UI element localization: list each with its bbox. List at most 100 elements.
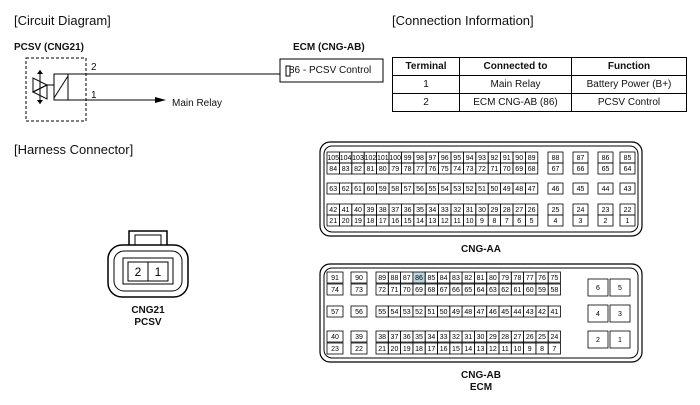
pin-number: 3 xyxy=(579,218,583,225)
pin-number: 92 xyxy=(491,155,499,162)
pin-cell xyxy=(619,182,636,195)
pcsv-component-box xyxy=(25,57,87,122)
pin-cell xyxy=(326,271,344,284)
pin-number: 6 xyxy=(596,285,600,292)
pin-number: 35 xyxy=(415,334,423,341)
pin-number: 27 xyxy=(515,207,523,214)
pin-number: 100 xyxy=(389,155,401,162)
pin-number: 70 xyxy=(403,287,411,294)
pin-cell xyxy=(572,182,589,195)
pin-number: 87 xyxy=(577,155,585,162)
table-row: 1 Main Relay Battery Power (B+) xyxy=(392,75,687,94)
pin-cell xyxy=(547,330,561,343)
pin-number: 9 xyxy=(480,218,484,225)
pin-cell xyxy=(547,162,564,175)
pin-cell xyxy=(587,304,609,323)
pin-number: 65 xyxy=(464,287,472,294)
arrow-icon xyxy=(155,97,166,103)
pin-cell xyxy=(547,283,561,296)
pin-number: 98 xyxy=(416,155,424,162)
pin-number: 88 xyxy=(391,275,399,282)
table-cell: ECM CNG-AB (86) xyxy=(459,93,572,112)
pin-number: 16 xyxy=(440,346,448,353)
pin-number: 79 xyxy=(391,166,399,173)
pin-number: 13 xyxy=(429,218,437,225)
pin-cell xyxy=(547,342,561,355)
pin-number: 67 xyxy=(440,287,448,294)
cng21-pin: 1 xyxy=(155,265,162,279)
pin-number: 10 xyxy=(466,218,474,225)
circuit-diagram-title: [Circuit Diagram] xyxy=(14,13,111,28)
pin-number: 62 xyxy=(501,287,509,294)
pin-number: 91 xyxy=(331,275,339,282)
pin-number: 29 xyxy=(491,207,499,214)
pin-number: 59 xyxy=(538,287,546,294)
pin-number: 75 xyxy=(441,166,449,173)
pin-cell xyxy=(597,214,614,227)
pin-number: 101 xyxy=(377,155,389,162)
pin-number: 11 xyxy=(454,218,461,225)
pin2-label: 2 xyxy=(91,62,97,73)
pin-number: 41 xyxy=(550,309,558,316)
pin-number: 89 xyxy=(378,275,386,282)
pin-number: 44 xyxy=(602,186,610,193)
pin-number: 54 xyxy=(391,309,399,316)
pin-number: 76 xyxy=(538,275,546,282)
ecm-pin-icon xyxy=(285,65,291,77)
ecm-box xyxy=(279,58,384,83)
pin-cell xyxy=(619,214,636,227)
pin-cell xyxy=(587,330,609,349)
pin-number: 71 xyxy=(391,287,399,294)
pin-number: 69 xyxy=(515,166,523,173)
pin-number: 82 xyxy=(464,275,472,282)
pin-cell xyxy=(350,283,368,296)
pin-number: 20 xyxy=(391,346,399,353)
pin-number: 21 xyxy=(329,218,337,225)
pin-number: 63 xyxy=(329,186,337,193)
pin-number: 85 xyxy=(427,275,435,282)
pin-number: 91 xyxy=(503,155,511,162)
pin-number: 49 xyxy=(503,186,511,193)
pin-number: 104 xyxy=(340,155,352,162)
pin-number: 68 xyxy=(528,166,536,173)
pin-number: 44 xyxy=(514,309,522,316)
pin-number: 1 xyxy=(618,337,622,344)
connection-table: Terminal Connected to Function 1 Main Re… xyxy=(392,57,687,112)
pin-number: 23 xyxy=(602,207,610,214)
pin-number: 25 xyxy=(538,334,546,341)
pin-number: 105 xyxy=(327,155,339,162)
pin-number: 19 xyxy=(354,218,362,225)
pin-cell xyxy=(350,330,368,343)
pin-number: 103 xyxy=(352,155,364,162)
pin-number: 75 xyxy=(550,275,558,282)
pin-number: 90 xyxy=(355,275,363,282)
pin-number: 53 xyxy=(453,186,461,193)
pin-number: 1 xyxy=(626,218,630,225)
pin-number: 80 xyxy=(489,275,497,282)
pin-number: 60 xyxy=(367,186,375,193)
pin-number: 95 xyxy=(453,155,461,162)
pin-number: 86 xyxy=(415,275,423,282)
pin-number: 53 xyxy=(403,309,411,316)
pin-number: 17 xyxy=(379,218,387,225)
pin-number: 39 xyxy=(367,207,375,214)
pin-number: 7 xyxy=(552,346,556,353)
pin-cell xyxy=(609,330,631,349)
ecm-title: ECM (CNG-AB) xyxy=(293,42,365,53)
pin-number: 54 xyxy=(441,186,449,193)
pin-number: 9 xyxy=(528,346,532,353)
pin-number: 40 xyxy=(331,334,339,341)
pin-number: 11 xyxy=(502,346,509,353)
pin-number: 61 xyxy=(354,186,362,193)
pin-number: 14 xyxy=(464,346,472,353)
pcsv-label: PCSV xyxy=(134,317,162,328)
solenoid-valve-icon xyxy=(31,70,69,104)
pin-number: 99 xyxy=(404,155,412,162)
pin-number: 8 xyxy=(492,218,496,225)
pin-number: 21 xyxy=(378,346,386,353)
pin-number: 38 xyxy=(378,334,386,341)
pin-number: 56 xyxy=(416,186,424,193)
pin-number: 45 xyxy=(501,309,509,316)
pin-number: 20 xyxy=(342,218,350,225)
